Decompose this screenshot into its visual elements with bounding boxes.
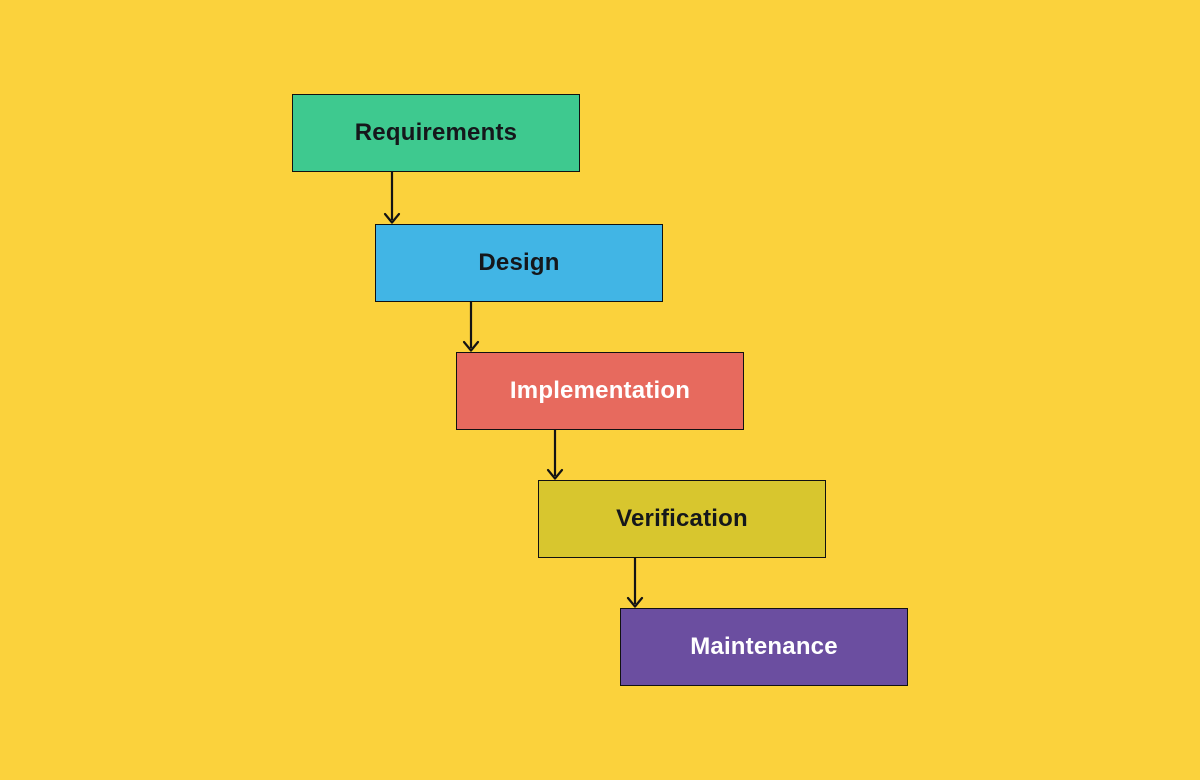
node-requirements-label: Requirements [354, 119, 518, 146]
node-implementation: Implementation [456, 352, 744, 430]
arrow-head-icon [462, 340, 480, 352]
arrow-verification-to-maintenance [626, 558, 644, 608]
node-design-label: Design [478, 249, 560, 276]
arrow-head-icon [626, 596, 644, 608]
arrow-requirements-to-design [383, 172, 401, 224]
node-maintenance-label: Maintenance [690, 633, 838, 660]
node-verification-label: Verification [616, 505, 748, 532]
node-implementation-label: Implementation [509, 377, 691, 404]
arrow-head-icon [546, 468, 564, 480]
node-requirements: Requirements [292, 94, 580, 172]
arrow-head-icon [383, 212, 401, 224]
arrow-implementation-to-verification [546, 430, 564, 480]
node-design: Design [375, 224, 663, 302]
arrow-design-to-implementation [462, 302, 480, 352]
node-maintenance: Maintenance [620, 608, 908, 686]
node-verification: Verification [538, 480, 826, 558]
